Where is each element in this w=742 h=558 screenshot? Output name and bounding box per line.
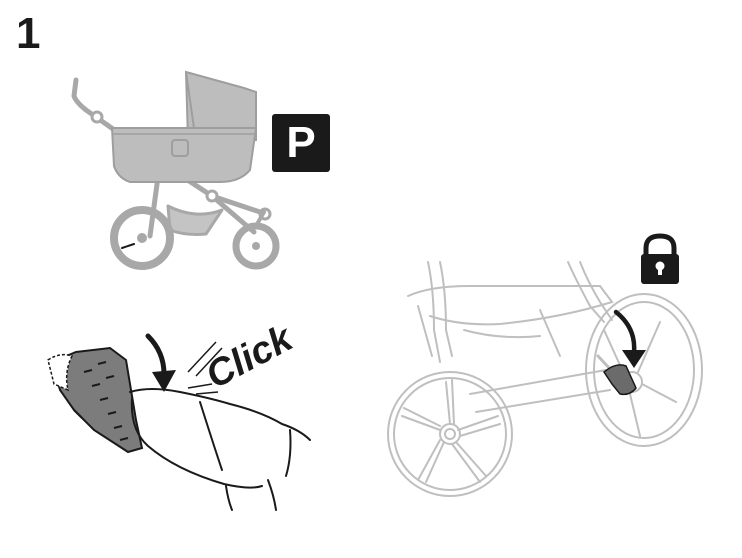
stroller-rear-detail xyxy=(388,262,702,496)
curved-arrow-down-icon xyxy=(148,336,176,392)
foot-shoe xyxy=(130,389,310,510)
curved-arrow-down-icon-wheel xyxy=(616,312,646,368)
stroller-bassinet xyxy=(112,72,256,182)
padlock-icon xyxy=(641,236,679,284)
brake-pedal xyxy=(48,348,142,452)
click-sound-label: Click xyxy=(199,317,301,398)
